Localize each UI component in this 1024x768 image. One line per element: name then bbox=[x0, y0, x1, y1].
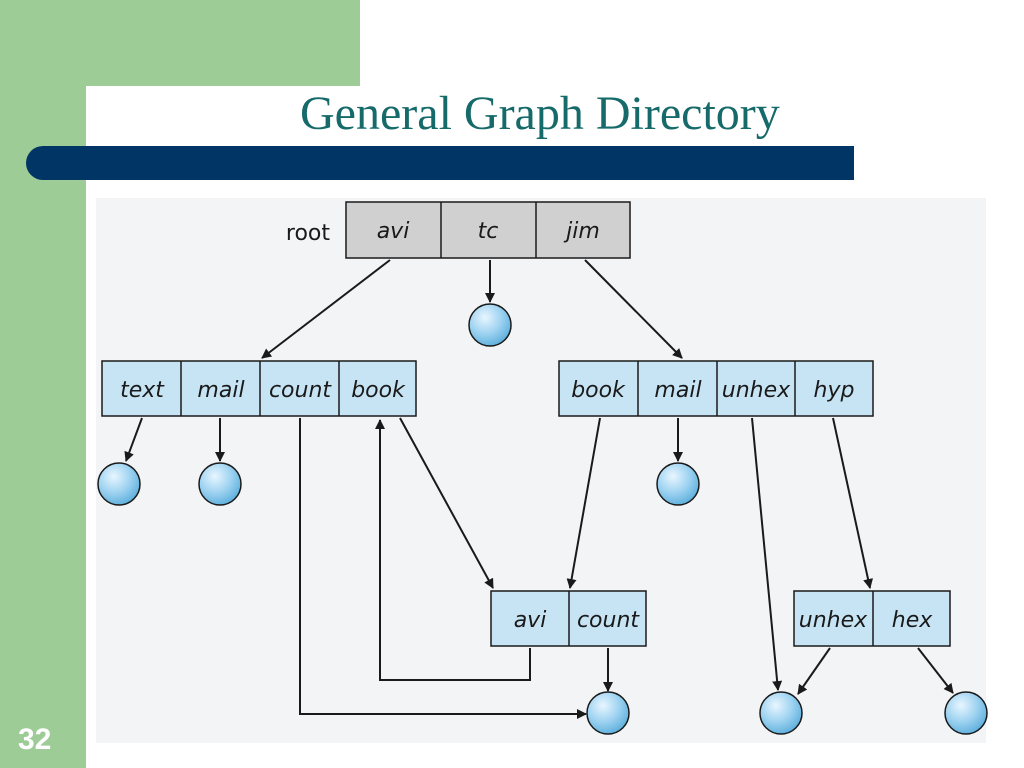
root-label: root bbox=[286, 221, 330, 246]
root-entry-tc: tc bbox=[478, 219, 499, 244]
file-node-text bbox=[97, 462, 141, 506]
edge-hyp-unhex-to-file bbox=[797, 647, 831, 695]
root-entry-avi: avi bbox=[377, 219, 410, 244]
slide-number: 32 bbox=[18, 723, 52, 756]
file-node-unhex bbox=[759, 691, 803, 735]
edge-shared-avi-back-to-book bbox=[375, 419, 531, 681]
edge-jim-book-to-shared-dir bbox=[566, 417, 601, 589]
shared-entry-count: count bbox=[577, 608, 640, 633]
jim-entry-book: book bbox=[571, 378, 626, 403]
slide-title: General Graph Directory bbox=[300, 87, 780, 140]
shared-directory: avi count bbox=[490, 590, 647, 647]
file-node-count bbox=[586, 691, 630, 735]
avi-entry-book: book bbox=[351, 378, 406, 403]
hyp-entry-hex: hex bbox=[892, 608, 933, 633]
jim-entry-mail: mail bbox=[654, 378, 701, 403]
directory-graph-diagram: root avi tc jim text mail count book boo… bbox=[96, 198, 988, 743]
hyp-directory: unhex hex bbox=[793, 590, 951, 647]
avi-entry-count: count bbox=[269, 378, 332, 403]
root-entry-jim: jim bbox=[563, 219, 600, 244]
sidebar-band bbox=[0, 0, 86, 768]
edge-count-to-shared-file bbox=[299, 418, 587, 719]
shared-entry-avi: avi bbox=[514, 608, 547, 633]
edge-book-to-shared-dir bbox=[399, 417, 494, 589]
edge-hyp-to-hyp-dir bbox=[832, 417, 873, 589]
jim-directory: book mail unhex hyp bbox=[558, 360, 874, 417]
edge-unhex-to-file bbox=[751, 417, 783, 691]
file-node-hex bbox=[944, 691, 988, 735]
avi-entry-text: text bbox=[120, 378, 165, 403]
root-directory: avi tc jim bbox=[345, 201, 631, 259]
avi-directory: text mail count book bbox=[101, 360, 417, 417]
top-left-band bbox=[0, 0, 360, 86]
hyp-entry-unhex: unhex bbox=[799, 608, 868, 633]
edge-jim-to-jim-dir bbox=[584, 259, 683, 359]
jim-entry-unhex: unhex bbox=[722, 378, 791, 403]
avi-entry-mail: mail bbox=[197, 378, 244, 403]
title-underline-bar bbox=[26, 146, 854, 180]
file-node-jim-mail bbox=[656, 462, 700, 506]
file-node-tc bbox=[468, 303, 512, 347]
edge-hex-to-file bbox=[917, 647, 954, 694]
edge-text-to-file bbox=[124, 417, 143, 462]
file-node-mail bbox=[198, 462, 242, 506]
jim-entry-hyp: hyp bbox=[814, 378, 855, 403]
diagram-background bbox=[96, 198, 986, 743]
edge-avi-to-avi-dir bbox=[261, 259, 391, 359]
